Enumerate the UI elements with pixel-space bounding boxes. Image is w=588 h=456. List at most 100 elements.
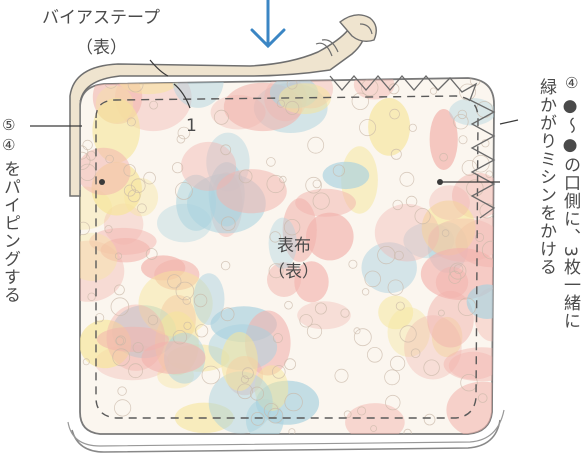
fabric-print-curl xyxy=(271,365,286,379)
fabric-print-blob xyxy=(100,238,151,263)
fabric-print-curl xyxy=(481,240,494,260)
fabric-print-curl xyxy=(457,109,468,120)
fabric-print-blob xyxy=(446,381,494,434)
fabric-print-curl xyxy=(240,375,249,384)
fabric-print-curl xyxy=(279,175,287,184)
marker-dot xyxy=(99,179,105,185)
fabric-print-blob xyxy=(141,341,206,375)
fabric-print-curl xyxy=(126,117,136,127)
fabric-print-blob xyxy=(80,232,118,281)
bias-tape-label: バイアステープ xyxy=(42,8,160,28)
fabric-print-curl xyxy=(105,154,114,164)
fabric-print-curl xyxy=(80,151,91,170)
overlock-stitch xyxy=(329,75,496,219)
fabric-print-curl xyxy=(399,325,417,343)
step-number: 1 xyxy=(186,116,197,136)
fabric-print-curl xyxy=(143,171,156,185)
tape-end xyxy=(338,14,377,43)
fabric-print-blob xyxy=(216,169,287,214)
fabric-print-curl xyxy=(479,202,494,219)
fabric-print-curl xyxy=(491,81,494,89)
fabric-print-curl xyxy=(175,281,195,301)
fabric-print-blob xyxy=(193,273,225,325)
fabric-print-curl xyxy=(340,308,350,318)
fabric-print-blob xyxy=(221,332,258,391)
fabric-print-curl xyxy=(104,225,113,234)
fabric-print-blob xyxy=(368,98,411,156)
leader-lines xyxy=(30,59,519,183)
fabric-print-curl xyxy=(80,221,90,236)
fabric-print-curl xyxy=(220,307,235,322)
left-circle-4: ④ xyxy=(2,136,16,154)
fabric-print-blob xyxy=(278,83,331,115)
fabric-print-curl xyxy=(299,314,313,328)
fabric-print-curl xyxy=(458,135,468,145)
stitch-line xyxy=(95,95,479,419)
fabric-print-curl xyxy=(172,330,188,345)
fabric-print-curl xyxy=(114,252,123,260)
fabric-print-curl xyxy=(177,126,191,140)
fabric-print-blob xyxy=(378,295,414,330)
fabric-print-curl xyxy=(429,87,438,95)
fabric-print-curl xyxy=(477,393,488,403)
fabric-print-curl xyxy=(114,284,125,296)
fabric-print-blob xyxy=(210,94,266,130)
fabric-print-curl xyxy=(405,195,418,208)
fabric-print-curl xyxy=(441,229,450,237)
face-fabric-side-label: （表） xyxy=(268,262,319,282)
fabric-print-curl xyxy=(439,152,448,162)
fabric-print-curl xyxy=(117,386,127,396)
fabric-print-blob xyxy=(387,307,430,357)
tape-end-curl xyxy=(359,23,373,35)
fabric-print-curl xyxy=(312,179,322,189)
fabric-print-curl xyxy=(353,328,372,347)
fabric-print-curl xyxy=(364,270,382,288)
fabric-print-curl xyxy=(201,365,221,385)
fabric-print-curl xyxy=(448,270,462,284)
fabric-print-blob xyxy=(254,365,289,412)
fabric-print-blob xyxy=(421,200,476,256)
fabric-print-curl xyxy=(384,369,401,386)
fabric-print-blob xyxy=(428,218,494,262)
fabric-print-curl xyxy=(82,358,90,366)
fabric-print-curl xyxy=(250,411,265,426)
fabric-print-curl xyxy=(123,164,136,177)
fabric-print-curl xyxy=(283,218,301,236)
fabric-print-curl xyxy=(387,279,404,296)
fabric-print-curl xyxy=(353,327,361,335)
fabric-print-curl xyxy=(466,179,484,197)
fabric-print-curl xyxy=(132,342,144,354)
fabric-print-curl xyxy=(475,232,485,242)
fabric-print-blob xyxy=(96,326,169,352)
fabric-layer-edge xyxy=(67,409,505,447)
fabric-print-curl xyxy=(272,333,283,344)
fabric-print-blob xyxy=(138,270,213,337)
fabric-print-blob xyxy=(141,255,186,281)
fabric-print-blob xyxy=(429,109,458,170)
bias-tape-side-label: （表） xyxy=(76,38,127,58)
fabric-print-curl xyxy=(268,263,284,279)
fabric-print-blob xyxy=(295,188,356,217)
fabric-print-blob xyxy=(92,98,140,163)
fabric-print-curl xyxy=(334,368,349,383)
fabric-print-curl xyxy=(284,392,303,412)
fabric-print-curl xyxy=(182,296,192,305)
fabric-print-curl xyxy=(237,383,253,400)
fabric-print-curl xyxy=(241,367,254,380)
fabric-print-curl xyxy=(87,292,96,301)
fabric-print-curl xyxy=(238,169,253,184)
fabric-print-blob xyxy=(297,301,351,330)
fabric-print-curl xyxy=(390,148,402,160)
fabric-print-curl xyxy=(370,425,378,432)
fabric-print-blob xyxy=(306,212,354,261)
fabric-print-curl xyxy=(395,301,405,311)
fabric-print-curl xyxy=(414,208,431,225)
marker-dot xyxy=(437,179,443,185)
fabric-print-curl xyxy=(183,321,192,330)
fabric-print-curl xyxy=(149,100,159,110)
fabric-print-blob xyxy=(80,147,131,196)
fabric-print-blob xyxy=(294,261,329,303)
fabric-print-curl xyxy=(361,288,370,296)
fabric-print-blob xyxy=(353,78,395,100)
right-instruction-line2: 緑かがりミシンをかける xyxy=(536,78,557,276)
